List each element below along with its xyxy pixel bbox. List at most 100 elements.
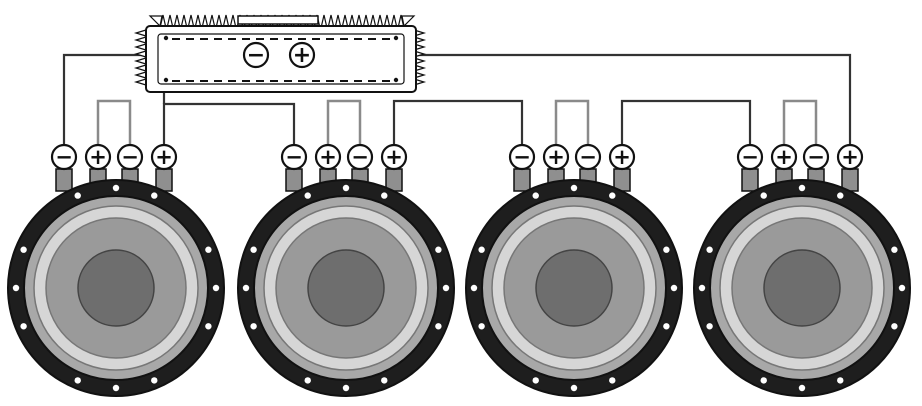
terminal-symbol: − xyxy=(513,145,531,169)
terminal-symbol: + xyxy=(841,145,859,169)
mount-hole-icon xyxy=(891,323,898,330)
mount-hole-icon xyxy=(20,323,27,330)
amplifier-body xyxy=(145,25,417,93)
mount-hole-icon xyxy=(250,246,257,253)
terminal-post xyxy=(55,168,73,192)
amplifier: −+ xyxy=(133,14,427,93)
mount-hole-icon xyxy=(304,192,311,199)
mount-hole-icon xyxy=(837,377,844,384)
speaker-terminal: + xyxy=(314,143,342,171)
speaker-terminal: + xyxy=(380,143,408,171)
speaker-dust-cap xyxy=(307,249,385,327)
terminal-symbol: + xyxy=(385,145,403,169)
mount-hole-icon xyxy=(74,192,81,199)
mount-hole-icon xyxy=(698,284,706,292)
terminal-symbol: + xyxy=(613,145,631,169)
series-link-wire xyxy=(620,99,752,145)
coil-jumper-wire xyxy=(554,99,590,145)
amplifier-vents xyxy=(172,38,390,82)
mount-hole-icon xyxy=(609,192,616,199)
terminal-symbol: − xyxy=(807,145,825,169)
terminal-symbol: − xyxy=(579,145,597,169)
mount-hole-icon xyxy=(151,192,158,199)
terminal-symbol: − xyxy=(285,145,303,169)
mount-hole-icon xyxy=(205,323,212,330)
mount-hole-icon xyxy=(151,377,158,384)
coil-jumper-wire xyxy=(782,99,818,145)
mount-hole-icon xyxy=(706,246,713,253)
speaker-terminal: − xyxy=(116,143,144,171)
speaker-terminal: − xyxy=(50,143,78,171)
series-link-wire xyxy=(392,99,524,145)
coil-jumper-wire xyxy=(96,99,132,145)
amplifier-nameplate xyxy=(237,15,319,25)
terminal-symbol: + xyxy=(89,145,107,169)
mount-hole-icon xyxy=(435,323,442,330)
speaker: −+−+ xyxy=(693,143,911,397)
mount-hole-icon xyxy=(250,323,257,330)
series-link-wire xyxy=(162,102,296,145)
amp-terminal-symbol: + xyxy=(293,43,311,68)
mount-hole-icon xyxy=(798,184,806,192)
mount-hole-icon xyxy=(478,246,485,253)
mount-hole-icon xyxy=(891,246,898,253)
amp-terminal-symbol: − xyxy=(247,43,265,68)
terminal-post xyxy=(285,168,303,192)
mount-hole-icon xyxy=(242,284,250,292)
terminal-symbol: + xyxy=(547,145,565,169)
mount-hole-icon xyxy=(20,246,27,253)
terminal-symbol: + xyxy=(155,145,173,169)
mount-hole-icon xyxy=(532,192,539,199)
amp-negative-terminal: − xyxy=(242,41,270,69)
mount-hole-icon xyxy=(435,246,442,253)
mount-hole-icon xyxy=(663,246,670,253)
screw-icon xyxy=(163,77,169,83)
mount-hole-icon xyxy=(798,384,806,392)
speaker-terminal: − xyxy=(508,143,536,171)
speaker-row: −+−+−+−+−+−+−+−+ xyxy=(7,143,911,397)
mount-hole-icon xyxy=(663,323,670,330)
mount-hole-icon xyxy=(570,384,578,392)
terminal-symbol: − xyxy=(121,145,139,169)
mount-hole-icon xyxy=(112,384,120,392)
speaker-terminal: + xyxy=(836,143,864,171)
speaker-terminal: + xyxy=(84,143,112,171)
mount-hole-icon xyxy=(570,184,578,192)
mount-hole-icon xyxy=(760,377,767,384)
mount-hole-icon xyxy=(532,377,539,384)
speaker-dust-cap xyxy=(77,249,155,327)
mount-hole-icon xyxy=(342,384,350,392)
screw-icon xyxy=(393,77,399,83)
speaker-terminal: − xyxy=(736,143,764,171)
speaker: −+−+ xyxy=(465,143,683,397)
mount-hole-icon xyxy=(381,377,388,384)
mount-hole-icon xyxy=(760,192,767,199)
speaker-terminal: + xyxy=(770,143,798,171)
mount-hole-icon xyxy=(74,377,81,384)
mount-hole-icon xyxy=(670,284,678,292)
terminal-symbol: − xyxy=(351,145,369,169)
mount-hole-icon xyxy=(342,184,350,192)
amp-positive-wire xyxy=(316,53,852,145)
mount-hole-icon xyxy=(304,377,311,384)
speaker: −+−+ xyxy=(237,143,455,397)
speaker-terminal: − xyxy=(346,143,374,171)
mount-hole-icon xyxy=(12,284,20,292)
speaker-terminal: − xyxy=(574,143,602,171)
speaker: −+−+ xyxy=(7,143,225,397)
screw-icon xyxy=(163,35,169,41)
terminal-symbol: − xyxy=(55,145,73,169)
mount-hole-icon xyxy=(112,184,120,192)
mount-hole-icon xyxy=(609,377,616,384)
mount-hole-icon xyxy=(205,246,212,253)
speaker-terminal: + xyxy=(542,143,570,171)
mount-hole-icon xyxy=(837,192,844,199)
terminal-post xyxy=(513,168,531,192)
mount-hole-icon xyxy=(898,284,906,292)
terminal-symbol: + xyxy=(319,145,337,169)
mount-hole-icon xyxy=(706,323,713,330)
speaker-terminal: − xyxy=(802,143,830,171)
terminal-post xyxy=(741,168,759,192)
coil-jumper-wire xyxy=(326,99,362,145)
